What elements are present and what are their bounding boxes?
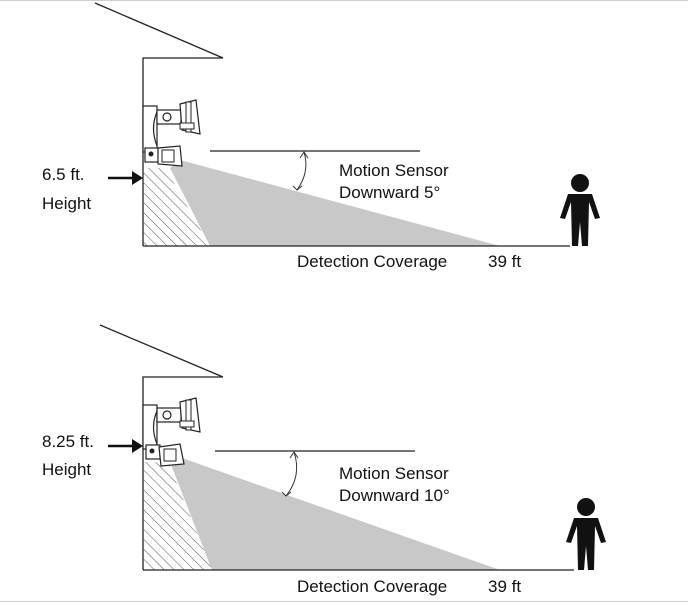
person-icon bbox=[560, 174, 600, 246]
coverage-label: Detection Coverage bbox=[297, 252, 448, 271]
angle-arrow-top bbox=[289, 451, 299, 459]
height-arrow-head bbox=[132, 439, 143, 453]
detection-coverage-area bbox=[170, 458, 500, 570]
wall-hatch bbox=[143, 462, 212, 570]
wall-hatch bbox=[143, 168, 210, 246]
light-fixture bbox=[142, 99, 201, 153]
sensor-label-line1: Motion Sensor bbox=[339, 161, 449, 180]
coverage-distance: 39 ft bbox=[488, 252, 522, 271]
person-icon bbox=[566, 498, 606, 570]
roof-line bbox=[99, 324, 224, 378]
height-word-label: Height bbox=[42, 194, 92, 213]
detection-coverage-area bbox=[170, 160, 500, 246]
bottom-border-line bbox=[0, 601, 688, 602]
motion-sensor bbox=[145, 443, 185, 467]
angle-arc bbox=[285, 451, 298, 497]
sensor-label-line1: Motion Sensor bbox=[339, 464, 449, 483]
height-value-label: 8.25 ft. bbox=[42, 432, 94, 451]
coverage-distance: 39 ft bbox=[488, 577, 522, 596]
angle-arc bbox=[296, 151, 307, 191]
coverage-label: Detection Coverage bbox=[297, 577, 448, 596]
sensor-label-line2: Downward 10° bbox=[339, 486, 450, 505]
angle-arrow-bottom bbox=[292, 185, 303, 191]
panel-2 bbox=[99, 324, 606, 571]
panel-1 bbox=[94, 2, 600, 247]
sensor-label-line2: Downward 5° bbox=[339, 183, 441, 202]
height-arrow-head bbox=[132, 171, 143, 185]
angle-arrow-bottom bbox=[281, 491, 292, 497]
height-value-label: 6.5 ft. bbox=[42, 165, 85, 184]
height-word-label: Height bbox=[42, 460, 92, 479]
roof-line bbox=[94, 2, 224, 59]
motion-sensor bbox=[144, 145, 183, 167]
angle-arrow-top bbox=[299, 151, 309, 159]
light-fixture bbox=[142, 397, 201, 450]
top-border-line bbox=[0, 0, 688, 1]
